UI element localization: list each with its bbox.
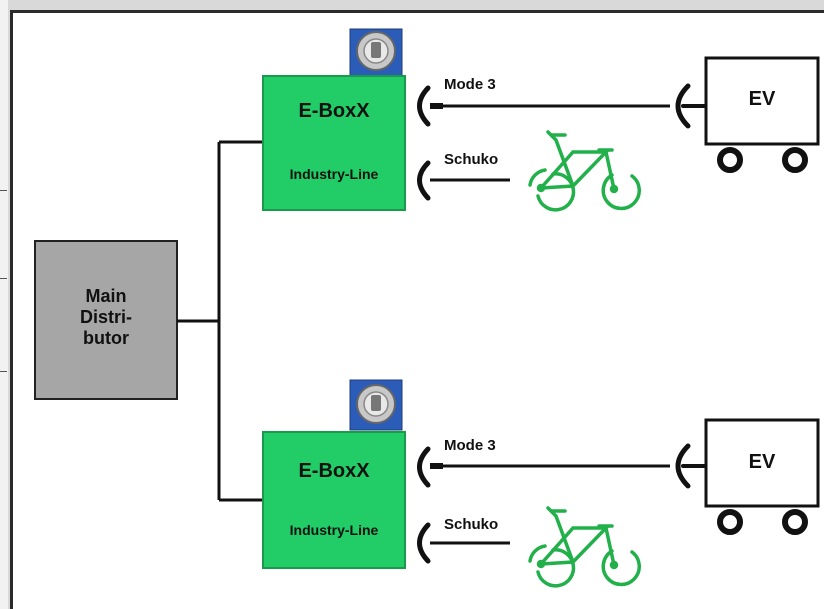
mode3-label: Mode 3 [444,76,496,93]
plug-icon [675,83,707,129]
bicycle-icon [528,130,641,212]
schuko-cable [430,178,510,545]
ebox-top [262,75,406,211]
ev-label: EV [748,451,776,473]
window-left-strip [0,0,8,609]
ev-label: EV [748,88,776,110]
ruler-tick [0,190,7,191]
mode3-cable [430,103,670,469]
ebox-title: E-BoxX [298,100,370,122]
plug-icon [675,443,707,489]
car-wheel-icon [704,418,820,535]
meter-icon [349,28,403,78]
main-distributor-box [34,240,178,400]
plug-icon [417,85,431,127]
mode3-label: Mode 3 [444,437,496,454]
bus-lines [177,140,263,502]
car-wheel-icon [704,56,820,173]
schuko-label: Schuko [444,516,499,533]
bicycle-icon [528,506,641,588]
ebox-title: E-BoxX [298,460,370,482]
plug-icon [417,160,431,201]
plug-icon [417,446,431,488]
ebox-subtitle: Industry-Line [289,522,379,538]
ruler-tick [0,278,7,279]
ebox-subtitle: Industry-Line [289,166,379,182]
schuko-label: Schuko [444,151,499,168]
plug-icon [417,522,431,564]
main-distributor-label: Main Distri- butor [79,286,132,348]
meter-icon [349,379,403,431]
ebox-bottom [262,431,406,569]
ruler-tick [0,371,7,372]
